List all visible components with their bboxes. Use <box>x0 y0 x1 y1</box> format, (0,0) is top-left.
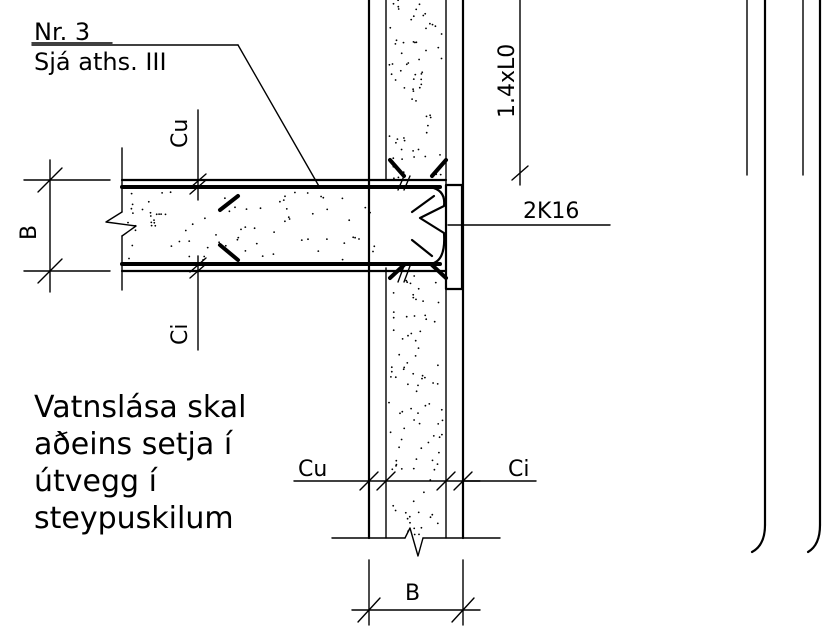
ci-wall-label: Ci <box>508 457 529 482</box>
concrete-hatch <box>127 0 444 536</box>
dimensions <box>23 0 537 626</box>
anchorage-length-label: 1.4xL0 <box>495 44 520 118</box>
note-block: Vatnslása skal aðeins setja í útvegg í s… <box>34 390 246 536</box>
ref-note-label: Sjá aths. III <box>34 48 167 76</box>
ci-bottom-label: Ci <box>168 324 193 345</box>
leaders <box>31 44 611 226</box>
b-left-label: B <box>17 225 42 240</box>
note-line-4: steypuskilum <box>34 501 234 536</box>
rebar-detail <box>218 158 464 291</box>
right-wall-section <box>746 0 822 554</box>
wall-section <box>331 0 501 557</box>
note-line-2: aðeins setja í <box>34 427 234 462</box>
ref-number-label: Nr. 3 <box>34 18 90 46</box>
cu-wall-label: Cu <box>298 457 327 482</box>
note-line-1: Vatnslása skal <box>34 390 246 425</box>
rebar-callout-label: 2K16 <box>523 199 579 224</box>
slab-section <box>105 147 448 291</box>
note-line-3: útvegg í <box>34 464 159 499</box>
b-bottom-label: B <box>405 581 420 606</box>
cu-top-label: Cu <box>168 119 193 148</box>
